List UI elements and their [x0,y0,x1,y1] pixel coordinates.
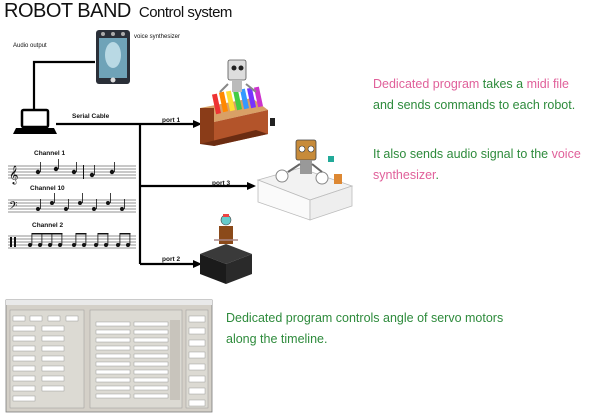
channel10-staff [8,199,136,213]
acrylic-box-robot-image [256,139,354,221]
channel2-label: Channel 2 [32,222,64,229]
port2-label: port 2 [162,256,181,263]
port1-label: port 1 [162,117,181,124]
para1-line2: and sends commands to each robot. [373,98,576,112]
channel10-notes: 𝄢 [9,193,125,215]
description-paragraph-2: It also sends audio signal to the voice … [373,144,599,186]
audio-output-label: Audio output [13,43,47,49]
port3-label: port 3 [212,180,231,187]
svg-text:𝄞: 𝄞 [9,165,18,185]
highlight-synthesizer: synthesizer [373,168,436,182]
title-text: ROBOT BAND [4,0,131,22]
highlight-midi-file: midi file [526,77,569,91]
channel1-notes: 𝄞 [9,159,115,185]
arrow-port3 [247,182,256,190]
voice-synthesizer-label: voice synthesizer [134,34,181,40]
para3-line1: Dedicated program controls angle of serv… [226,311,504,325]
voice-synthesizer-image [96,30,130,84]
connection-lines [32,60,250,266]
svg-text:𝄢: 𝄢 [9,200,17,215]
serial-cable-label: Serial Cable [72,113,110,120]
servo-control-software-screenshot [5,299,213,413]
channel2-notes [10,233,131,247]
xylophone-robot-image [200,59,275,146]
description-paragraph-1: Dedicated program takes a midi file and … [373,74,599,116]
channel10-label: Channel 10 [30,185,65,192]
channel1-label: Channel 1 [34,150,66,157]
arrow-port1 [193,120,202,128]
page-title: ROBOT BAND Control system [4,0,232,23]
subtitle-text: Control system [138,4,233,21]
para2-text: It also sends audio signal to the [373,147,552,161]
para1-text: takes a [479,77,527,91]
laptop-icon [13,108,57,134]
description-paragraph-3: Dedicated program controls angle of serv… [226,308,596,350]
black-box-robot-image [200,214,252,284]
arrow-port2 [193,260,202,268]
para2-period: . [435,168,440,182]
highlight-dedicated-program: Dedicated program [373,77,480,91]
highlight-voice: voice [551,147,581,161]
para3-line2: along the timeline. [226,332,328,346]
